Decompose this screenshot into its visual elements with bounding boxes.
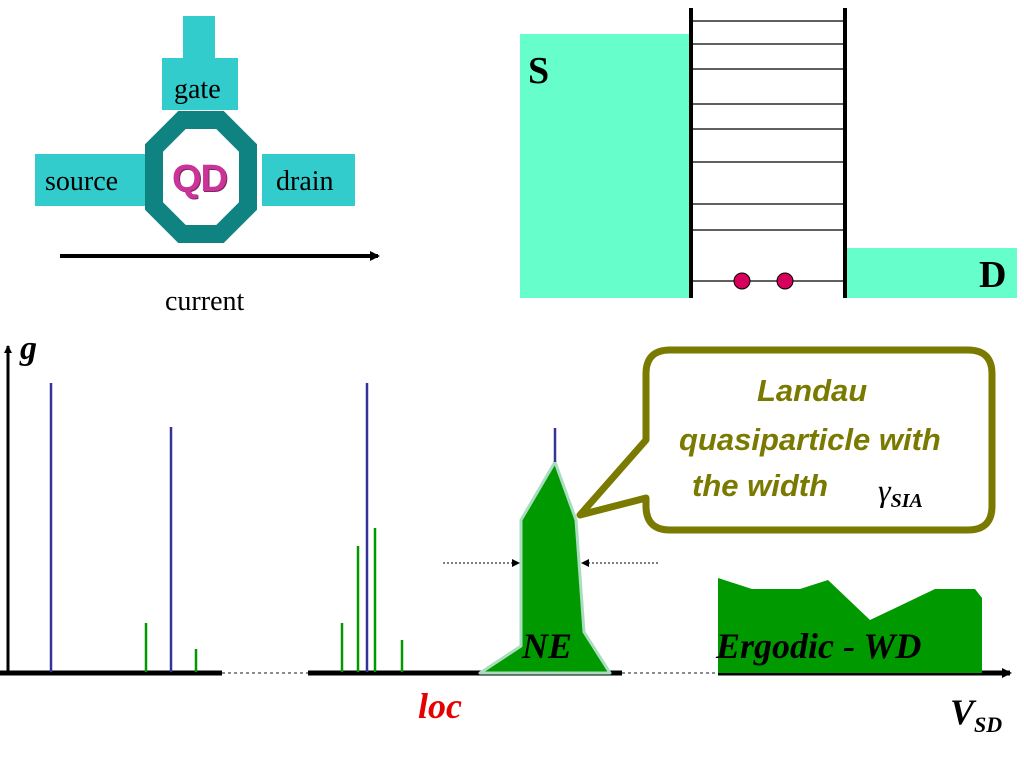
source-reservoir-label: S <box>528 50 550 92</box>
gate-stub <box>183 16 215 60</box>
ne-broadened-peak <box>478 460 612 675</box>
drain-reservoir-label: D <box>979 254 1007 296</box>
ergodic-label: Ergodic - WD <box>716 626 922 666</box>
energy-levels <box>693 20 843 282</box>
quantum-dot-device <box>35 16 380 261</box>
gamma-width-symbol: γSIA <box>878 474 923 511</box>
callout-bubble <box>576 346 996 534</box>
energy-diagram <box>520 8 1017 298</box>
spectrum-plot <box>0 345 1012 678</box>
drain-lead <box>262 154 355 206</box>
qd-label: QD <box>172 158 228 200</box>
ergodic-region <box>718 578 982 673</box>
gamma-subscript: SIA <box>890 490 923 512</box>
loc-label: loc <box>418 686 462 726</box>
x-axis-main: V <box>950 692 975 732</box>
gate-label: gate <box>174 74 221 105</box>
gate-pad <box>162 58 238 110</box>
callout-line-2: quasiparticle with <box>679 422 941 457</box>
drain-label: drain <box>276 166 334 197</box>
electron <box>733 272 751 290</box>
source-reservoir <box>520 34 690 298</box>
electron <box>776 272 794 290</box>
callout-line-1: Landau <box>757 373 868 408</box>
gamma-symbol: γ <box>878 472 891 508</box>
y-axis-label: g <box>20 330 37 367</box>
x-axis-label: VSD <box>950 694 1002 736</box>
drain-reservoir <box>847 248 1017 298</box>
electrons <box>733 272 794 290</box>
current-label: current <box>165 286 245 317</box>
x-axis-sub: SD <box>974 712 1003 737</box>
source-lead <box>35 154 165 206</box>
ne-label: NE <box>522 626 573 666</box>
source-label: source <box>45 166 119 197</box>
callout-line-3: the width <box>692 468 829 503</box>
quantum-dot-octagon <box>145 111 257 243</box>
